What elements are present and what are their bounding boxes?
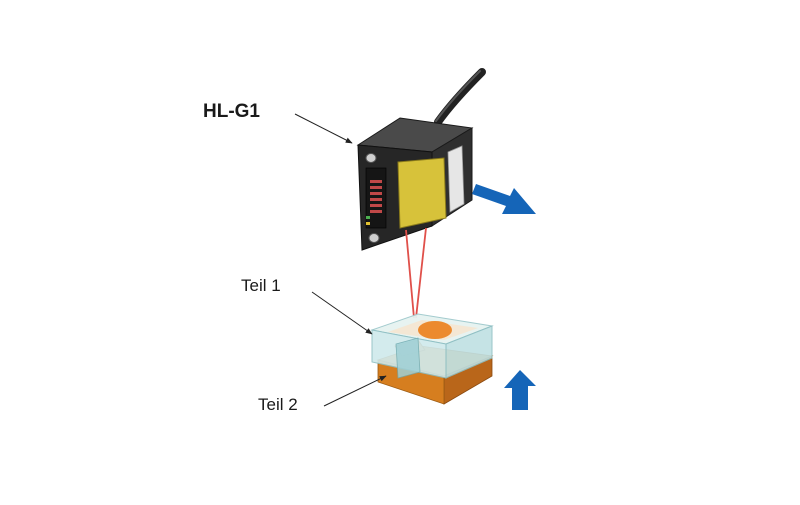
- leader-line-part2: [323, 375, 387, 407]
- leader-line-part1: [311, 291, 373, 335]
- arrow-up-icon: [504, 370, 536, 410]
- mount-hole-bottom: [368, 233, 380, 243]
- mount-hole-top: [365, 153, 377, 163]
- part2-label: Teil 2: [258, 395, 298, 414]
- arrow-right-down-icon: [472, 184, 536, 214]
- sensor-cable: [434, 68, 486, 126]
- sensor-display: [365, 167, 387, 229]
- leader-line-sensor: [294, 113, 353, 144]
- sensor-label: HL-G1: [203, 101, 260, 122]
- part1-spot: [418, 321, 452, 339]
- sensor-window: [397, 157, 447, 229]
- sensor-body: [356, 117, 474, 251]
- part1-body: [370, 313, 494, 379]
- laser-beams: [405, 227, 427, 319]
- part1-label: Teil 1: [241, 276, 281, 295]
